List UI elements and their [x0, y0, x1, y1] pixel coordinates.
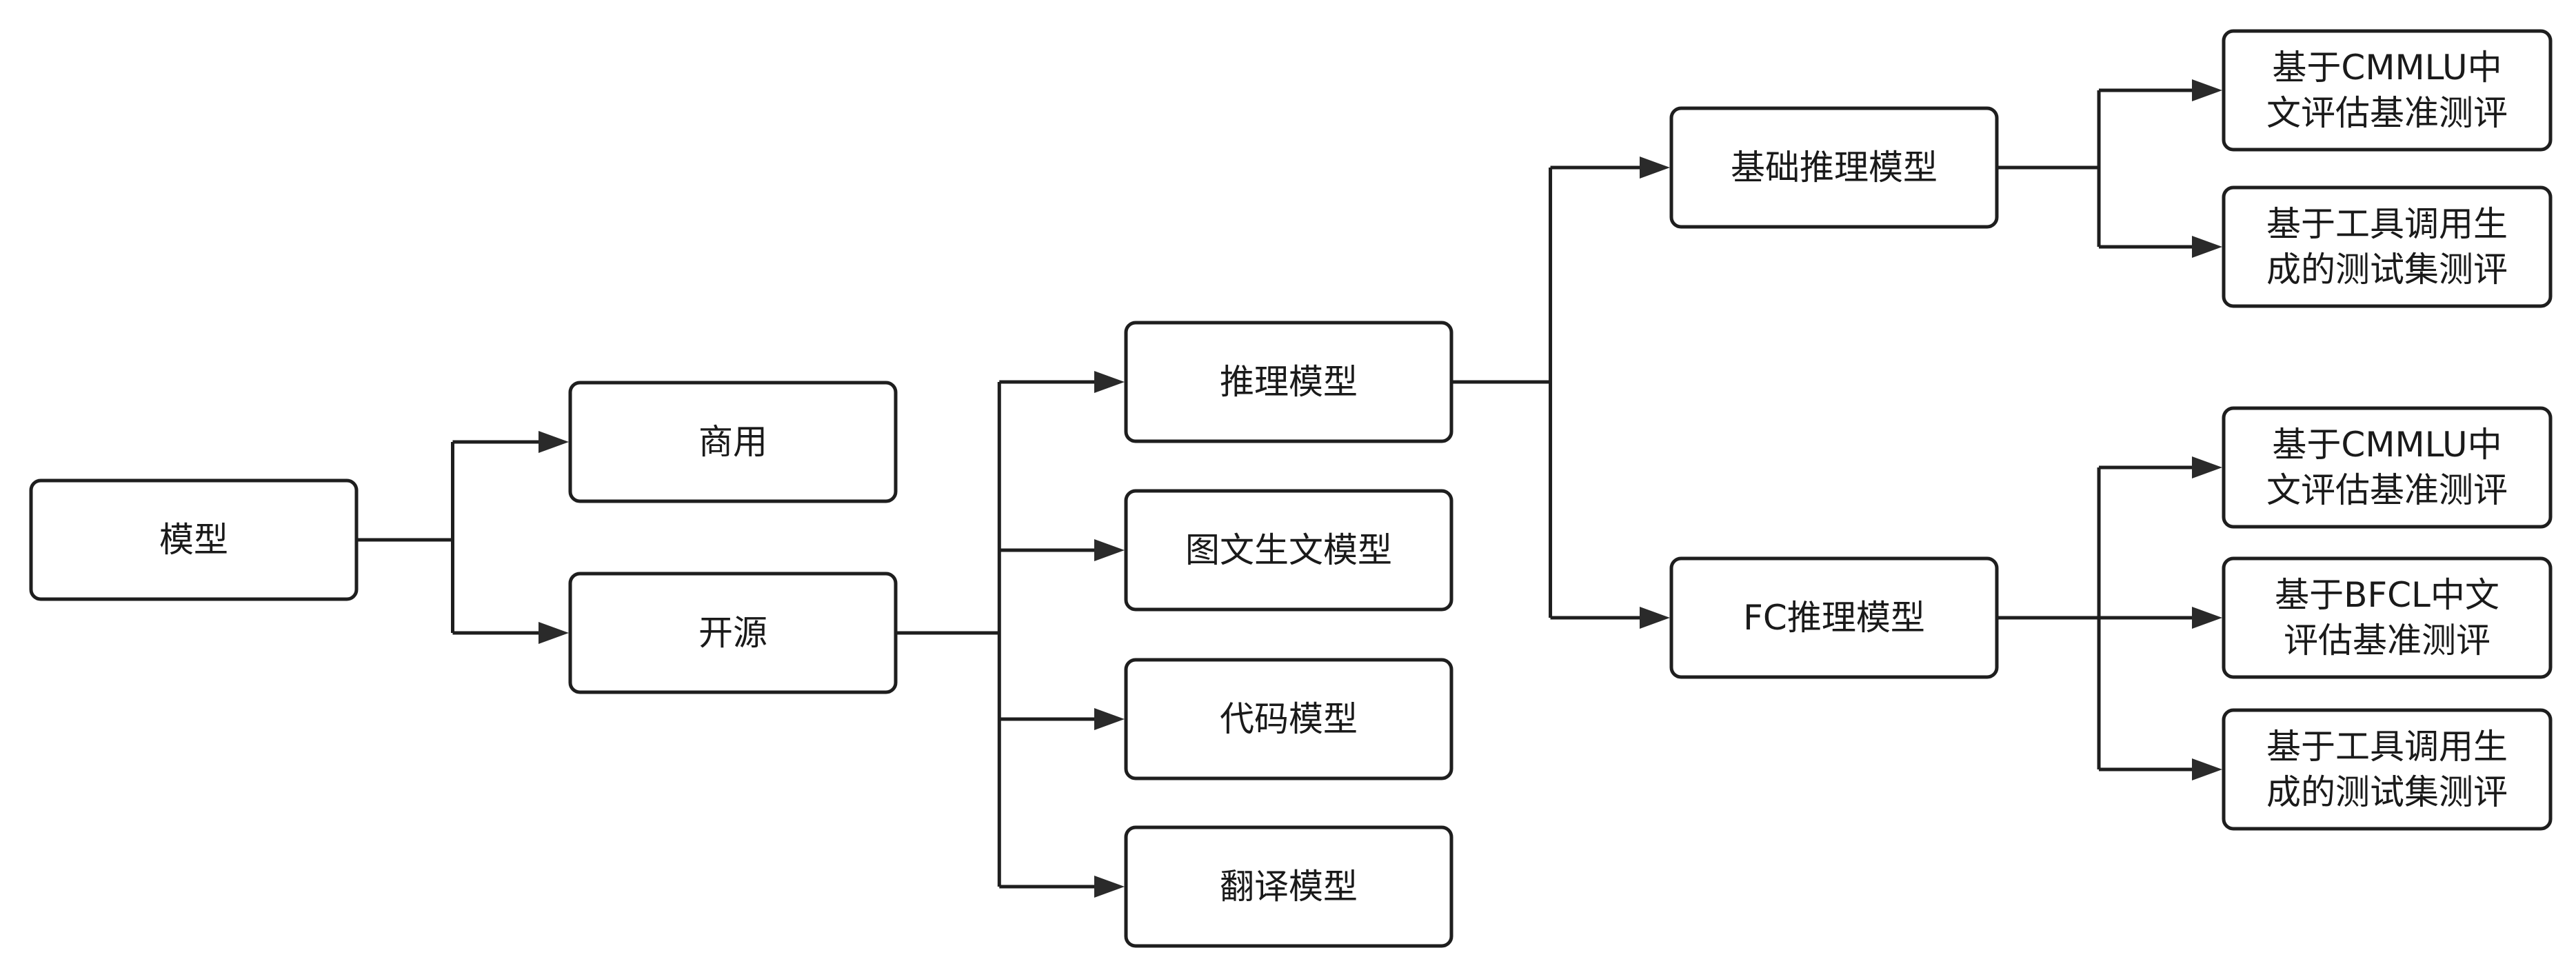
- node-label: 基础推理模型: [1731, 148, 1938, 188]
- node-label: 基于工具调用生: [2266, 727, 2508, 767]
- node-box: [1669, 106, 1999, 229]
- node-label: 模型: [159, 520, 228, 560]
- node-box: [2222, 708, 2553, 831]
- node-open-source[interactable]: 开源: [568, 572, 898, 694]
- node-box: [2222, 406, 2553, 529]
- node-label: FC推理模型: [1743, 598, 1925, 638]
- arrow-head-icon: [539, 431, 569, 453]
- node-label: 基于CMMLU中: [2272, 425, 2502, 465]
- arrow-head-icon: [1094, 876, 1125, 898]
- node-label: 文评估基准测评: [2266, 470, 2508, 510]
- node-translation[interactable]: 翻译模型: [1124, 825, 1453, 948]
- connector-reasoning: [1451, 157, 1670, 629]
- node-box: [1124, 658, 1453, 780]
- arrow-head-icon: [2192, 607, 2222, 629]
- node-label: 成的测试集测评: [2266, 772, 2508, 812]
- node-box: [1124, 825, 1453, 948]
- node-label: 图文生文模型: [1185, 530, 1392, 570]
- node-label: 成的测试集测评: [2266, 250, 2508, 290]
- arrow-head-icon: [2192, 236, 2222, 258]
- node-fc-reasoning[interactable]: FC推理模型: [1669, 556, 1999, 679]
- node-reasoning[interactable]: 推理模型: [1124, 321, 1453, 443]
- arrow-head-icon: [1640, 157, 1670, 179]
- node-label: 代码模型: [1220, 699, 1358, 739]
- node-label: 推理模型: [1220, 362, 1358, 402]
- arrow-head-icon: [2192, 79, 2222, 101]
- connector-base-reasoning: [1997, 79, 2222, 258]
- node-box: [568, 572, 898, 694]
- node-box: [1124, 489, 1453, 612]
- node-box: [2222, 29, 2553, 152]
- arrow-head-icon: [1094, 708, 1125, 730]
- connector-open-source: [896, 371, 1125, 898]
- arrow-head-icon: [539, 622, 569, 644]
- node-box: [568, 381, 898, 503]
- node-label: 翻译模型: [1220, 867, 1358, 907]
- node-commercial[interactable]: 商用: [568, 381, 898, 503]
- node-label: 基于BFCL中文: [2275, 575, 2499, 615]
- node-model[interactable]: 模型: [29, 478, 359, 601]
- node-label: 评估基准测评: [2284, 621, 2491, 661]
- arrow-head-icon: [1094, 539, 1125, 561]
- arrow-head-icon: [1640, 607, 1670, 629]
- node-code[interactable]: 代码模型: [1124, 658, 1453, 780]
- arrow-head-icon: [1094, 371, 1125, 393]
- node-box: [2222, 556, 2553, 679]
- node-label: 开源: [698, 613, 767, 653]
- node-box: [2222, 185, 2553, 308]
- node-label: 基于工具调用生: [2266, 204, 2508, 244]
- connector-model: [356, 431, 569, 644]
- node-label: 商用: [698, 422, 767, 462]
- node-box: [29, 478, 359, 601]
- node-box: [1124, 321, 1453, 443]
- node-label: 文评估基准测评: [2266, 93, 2508, 133]
- arrow-head-icon: [2192, 456, 2222, 478]
- node-image-text[interactable]: 图文生文模型: [1124, 489, 1453, 612]
- edges-layer: [356, 79, 2222, 898]
- connector-fc-reasoning: [1997, 456, 2222, 780]
- node-label: 基于CMMLU中: [2272, 48, 2502, 88]
- node-base-reasoning[interactable]: 基础推理模型: [1669, 106, 1999, 229]
- node-box: [1669, 556, 1999, 679]
- arrow-head-icon: [2192, 758, 2222, 780]
